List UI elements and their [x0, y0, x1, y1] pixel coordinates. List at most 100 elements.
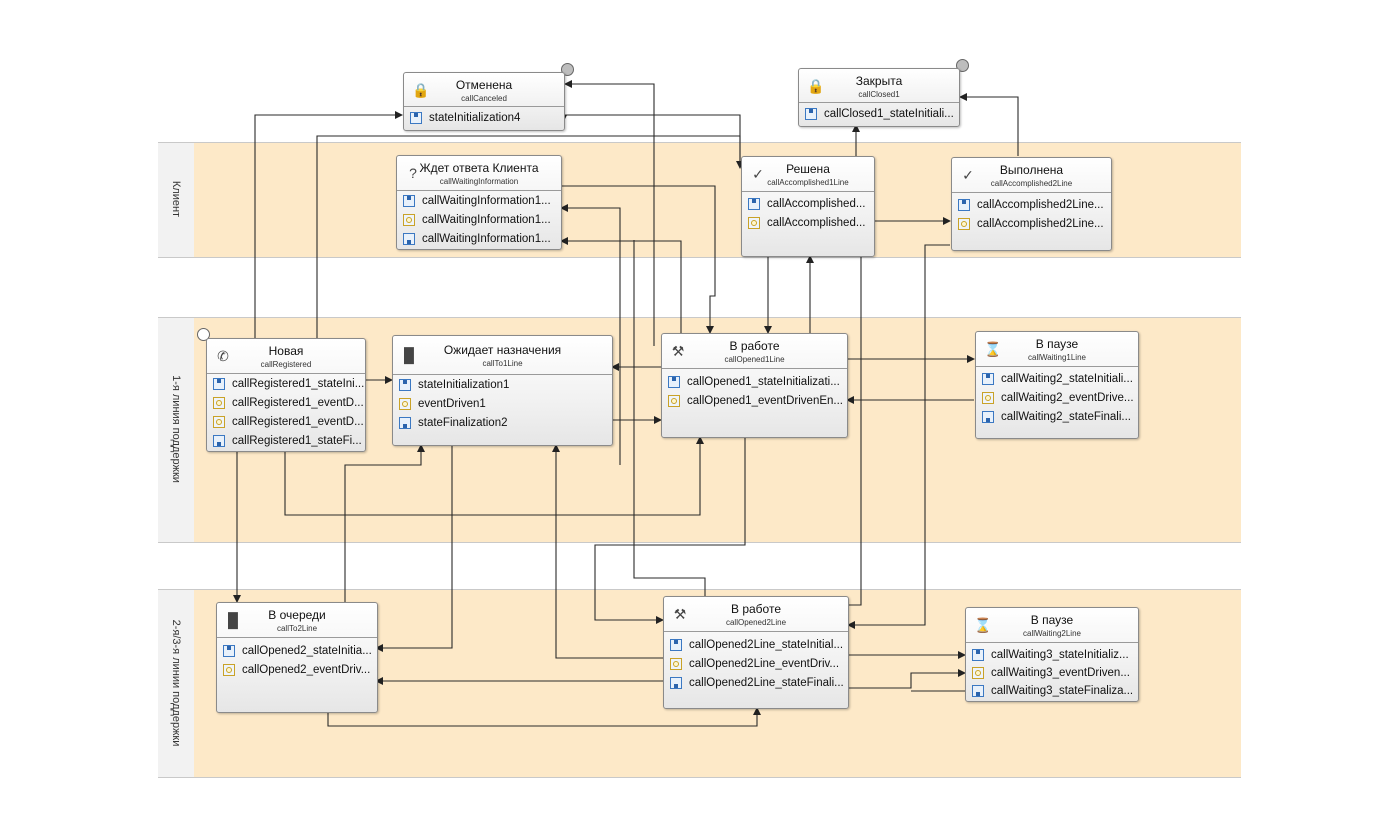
state-completed[interactable]: ✓ Выполнена callAccomplished2Line callAc…: [951, 157, 1112, 251]
state-action[interactable]: callOpened2Line_eventDriv...: [664, 655, 848, 674]
state-action[interactable]: callWaiting2_stateInitiali...: [976, 370, 1138, 389]
state-in-work-2[interactable]: ⚒ В работе callOpened2Line callOpened2Li…: [663, 596, 849, 709]
event-activity-icon: [213, 416, 225, 428]
final-activity-icon: [670, 677, 682, 689]
lane-second-line-header: [158, 589, 194, 778]
event-activity-icon: [668, 395, 680, 407]
state-subtitle: callWaiting1Line: [1028, 353, 1086, 362]
state-title: Решена: [786, 162, 830, 176]
initial-state-marker: [197, 328, 210, 341]
check-icon: ✓: [752, 166, 764, 182]
state-subtitle: callOpened1Line: [724, 355, 785, 364]
event-activity-icon: [403, 214, 415, 226]
state-action[interactable]: callOpened2_eventDriv...: [217, 661, 377, 680]
state-action[interactable]: callWaiting3_stateInitializ...: [966, 646, 1138, 664]
state-paused-2[interactable]: ⌛ В паузе callWaiting2Line callWaiting3_…: [965, 607, 1139, 702]
state-subtitle: callTo1Line: [482, 359, 523, 368]
state-title: Ожидает назначения: [443, 343, 562, 357]
state-action[interactable]: callOpened1_stateInitializati...: [662, 373, 847, 392]
state-subtitle: callClosed1: [858, 90, 900, 99]
state-canceled[interactable]: 🔒 Отменена callCanceled stateInitializat…: [403, 72, 565, 131]
state-action[interactable]: callAccomplished2Line...: [952, 196, 1111, 215]
state-action[interactable]: callClosed1_stateInitiali...: [799, 105, 959, 124]
state-action[interactable]: callOpened2Line_stateFinali...: [664, 674, 848, 693]
state-action[interactable]: callWaiting3_eventDriven...: [966, 664, 1138, 682]
state-resolved[interactable]: ✓ Решена callAccomplished1Line callAccom…: [741, 156, 875, 257]
state-subtitle: callAccomplished1Line: [767, 178, 849, 187]
init-activity-icon: [403, 195, 415, 207]
final-activity-icon: [972, 685, 984, 697]
event-activity-icon: [958, 218, 970, 230]
state-in-work-1[interactable]: ⚒ В работе callOpened1Line callOpened1_s…: [661, 333, 848, 438]
state-action[interactable]: callOpened1_eventDrivenEn...: [662, 392, 847, 411]
state-action[interactable]: callWaiting3_stateFinaliza...: [966, 682, 1138, 699]
bar-chart-icon: █: [404, 347, 414, 363]
state-title: В паузе: [1035, 337, 1079, 351]
state-title: Отменена: [455, 78, 513, 92]
state-subtitle: callAccomplished2Line: [990, 179, 1073, 188]
state-action[interactable]: callAccomplished2Line...: [952, 215, 1111, 234]
state-action[interactable]: callRegistered1_eventD...: [207, 394, 365, 413]
hourglass-icon: ⌛: [984, 341, 1002, 357]
state-subtitle: callTo2Line: [276, 624, 318, 633]
state-title: Выполнена: [999, 163, 1064, 177]
event-activity-icon: [972, 667, 984, 679]
state-title: В очереди: [268, 608, 326, 622]
state-title: В паузе: [1030, 613, 1074, 627]
state-action[interactable]: eventDriven1: [393, 395, 612, 414]
state-subtitle: callCanceled: [461, 94, 507, 103]
init-activity-icon: [668, 376, 680, 388]
state-waiting-info[interactable]: ? Ждет ответа Клиента callWaitingInforma…: [396, 155, 562, 250]
state-action[interactable]: callWaitingInformation1...: [397, 211, 561, 230]
state-closed[interactable]: 🔒 Закрыта callClosed1 callClosed1_stateI…: [798, 68, 960, 127]
state-subtitle: callOpened2Line: [725, 618, 787, 627]
state-action[interactable]: callWaiting2_eventDrive...: [976, 389, 1138, 408]
state-title: В работе: [729, 339, 780, 353]
init-activity-icon: [748, 198, 760, 210]
final-activity-icon: [213, 435, 225, 447]
question-icon: ?: [409, 165, 417, 181]
state-subtitle: callRegistered: [260, 360, 312, 369]
state-action[interactable]: stateInitialization4: [404, 109, 564, 128]
state-action[interactable]: callWaitingInformation1...: [397, 230, 561, 246]
init-activity-icon: [805, 108, 817, 120]
init-activity-icon: [972, 649, 984, 661]
final-activity-icon: [399, 417, 411, 429]
state-action[interactable]: callAccomplished...: [742, 214, 874, 233]
state-title: В работе: [730, 602, 781, 616]
state-queue-2[interactable]: █ В очереди callTo2Line callOpened2_stat…: [216, 602, 378, 713]
init-activity-icon: [670, 639, 682, 651]
state-action[interactable]: stateInitialization1: [393, 376, 612, 395]
final-activity-icon: [403, 233, 415, 245]
state-action[interactable]: callRegistered1_stateFi...: [207, 432, 365, 449]
lock-icon: 🔒: [412, 82, 430, 98]
lane-first-line-header: [158, 317, 194, 543]
state-new[interactable]: ✆ Новая callRegistered callRegistered1_s…: [206, 338, 366, 452]
state-action[interactable]: callAccomplished...: [742, 195, 874, 214]
state-action[interactable]: callOpened2_stateInitia...: [217, 642, 377, 661]
event-activity-icon: [213, 397, 225, 409]
state-awaiting-assign[interactable]: █ Ожидает назначения callTo1Line stateIn…: [392, 335, 613, 446]
check-icon: ✓: [962, 167, 974, 183]
phone-icon: ✆: [217, 348, 229, 364]
event-activity-icon: [223, 664, 235, 676]
lock-icon: 🔒: [807, 78, 825, 94]
final-activity-icon: [982, 411, 994, 423]
state-paused-1[interactable]: ⌛ В паузе callWaiting1Line callWaiting2_…: [975, 331, 1139, 439]
state-action[interactable]: callRegistered1_stateIni...: [207, 375, 365, 394]
init-activity-icon: [958, 199, 970, 211]
init-activity-icon: [223, 645, 235, 657]
state-action[interactable]: callWaiting2_stateFinali...: [976, 408, 1138, 427]
state-action[interactable]: stateFinalization2: [393, 414, 612, 433]
bar-chart-icon: █: [228, 612, 238, 628]
hammer-icon: ⚒: [671, 343, 685, 359]
state-action[interactable]: callWaitingInformation1...: [397, 192, 561, 211]
state-action[interactable]: callOpened2Line_stateInitial...: [664, 636, 848, 655]
state-action[interactable]: callRegistered1_eventD...: [207, 413, 365, 432]
hourglass-icon: ⌛: [974, 617, 992, 633]
hammer-icon: ⚒: [673, 606, 687, 622]
init-activity-icon: [982, 373, 994, 385]
state-subtitle: callWaiting2Line: [1023, 629, 1081, 638]
event-activity-icon: [399, 398, 411, 410]
